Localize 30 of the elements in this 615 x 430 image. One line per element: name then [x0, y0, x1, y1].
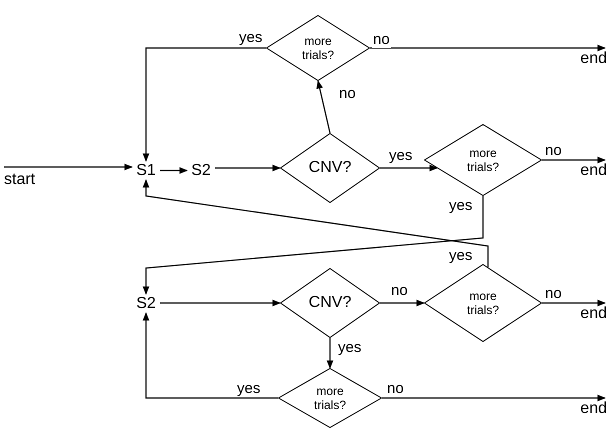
- arrow: [142, 312, 278, 399]
- arrow: [370, 44, 606, 52]
- step-label: end: [580, 305, 607, 323]
- decision-label: more trials?: [312, 384, 347, 412]
- step-label: end: [580, 162, 607, 180]
- arrow: [142, 196, 484, 295]
- arrow: [542, 156, 606, 164]
- step-label: S1: [136, 162, 156, 180]
- step-label: end: [580, 50, 607, 68]
- arrow: [316, 80, 331, 134]
- arrow: [142, 47, 266, 162]
- decision-label: more trials?: [300, 34, 335, 62]
- arrow: [380, 164, 438, 172]
- step-label: start: [4, 171, 36, 189]
- arrow: [4, 164, 133, 170]
- arrow: [382, 394, 606, 402]
- arrow: [160, 300, 281, 306]
- arrow: [542, 300, 606, 306]
- decision-label: CNV?: [308, 159, 352, 177]
- step-label: end: [580, 400, 607, 418]
- decision-label: more trials?: [466, 289, 500, 317]
- arrow: [380, 300, 425, 306]
- decision-label: more trials?: [466, 146, 500, 174]
- arrow: [160, 167, 188, 174]
- step-label: S2: [136, 294, 156, 312]
- arrow: [215, 164, 281, 172]
- decision-label: CNV?: [308, 294, 352, 312]
- arrow: [142, 179, 489, 268]
- step-label: S2: [191, 162, 211, 180]
- arrow: [326, 338, 334, 369]
